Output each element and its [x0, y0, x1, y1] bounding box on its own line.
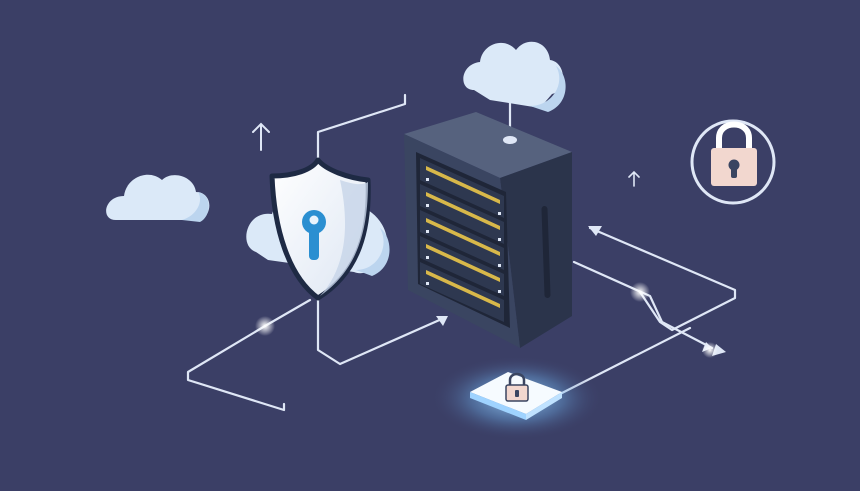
arrow-up-icon [252, 122, 270, 151]
arrow-icon [588, 226, 602, 236]
cloud-icon [106, 174, 210, 222]
arrow-icon [436, 316, 448, 326]
lock-platform-icon [431, 356, 603, 440]
arrow-up-icon [628, 170, 640, 187]
shield-keyhole-icon [269, 157, 371, 301]
padlock-badge-icon [690, 119, 776, 205]
connector-server-right-upper [588, 226, 737, 332]
server-rack-icon [404, 112, 572, 348]
connector-server-right-lower [572, 260, 714, 350]
sparkles [255, 282, 718, 358]
cloud-icon [463, 41, 566, 112]
padlock-icon [505, 372, 529, 402]
connector-shield-server [316, 260, 446, 366]
connector-left-loop [186, 298, 312, 412]
drive-bays [420, 158, 504, 322]
